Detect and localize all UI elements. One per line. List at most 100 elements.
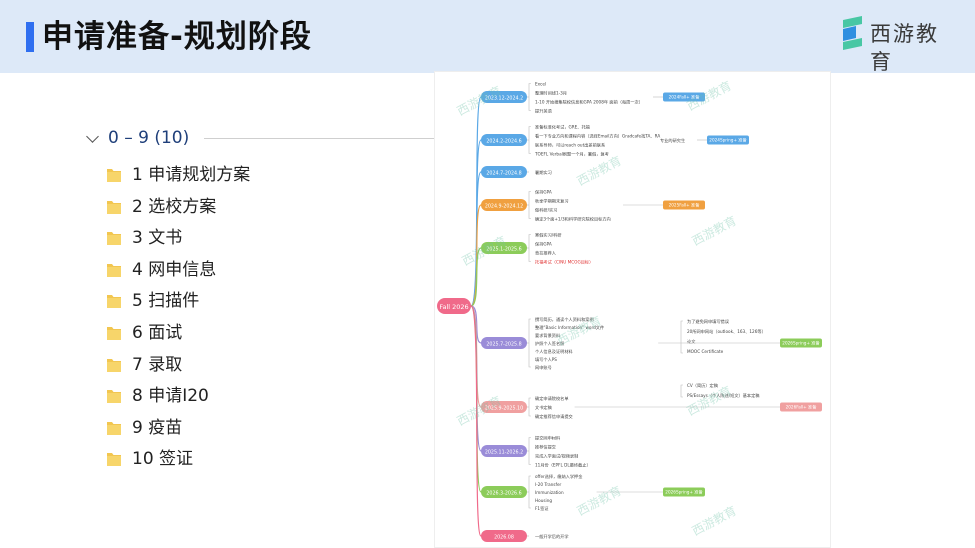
mindmap-graphic: Fall 20262023.12-2024.2Excel整理时间线1-3月1-1… <box>437 81 822 542</box>
mindmap-item-label: 个人信息及证明材料 <box>535 348 574 355</box>
mindmap-tag <box>663 92 705 102</box>
folder-item[interactable]: 9 疫苗 <box>106 416 406 440</box>
mindmap-branch <box>481 486 527 498</box>
mindmap-tag <box>780 338 822 348</box>
brand-logo: 西游教育 <box>840 16 960 74</box>
mindmap-bracket <box>528 318 531 368</box>
mindmap-branch-label: 2025.7-2025.8 <box>486 342 521 348</box>
folder-label: 8 申请I20 <box>132 386 209 407</box>
folder-item[interactable]: 3 文书 <box>106 226 406 250</box>
folder-icon <box>106 419 122 437</box>
mindmap-item-label: 准备标准化考试，GRE、托福 <box>535 123 590 130</box>
mindmap-subitem-label: CV（简历）定稿 <box>687 382 718 389</box>
folder-icon <box>106 356 122 374</box>
mindmap-item-label: 联系导师，可以reach out出差前联系 <box>535 141 605 148</box>
mindmap-branch <box>481 445 527 457</box>
mindmap-tag-label: 2026Spring+ 准备 <box>782 340 820 347</box>
mindmap-bracket <box>528 126 531 154</box>
mindmap-item-label: Housing <box>535 498 552 503</box>
mindmap-branch <box>481 166 527 178</box>
mindmap-tag-label: 2025Fall+ 准备 <box>669 202 701 209</box>
mindmap-item-label: 要求背景资料 <box>535 332 561 339</box>
folder-item[interactable]: 7 录取 <box>106 353 406 377</box>
mindmap-branch <box>481 337 527 349</box>
mindmap-tag-label: 2026Spring+ 准备 <box>665 489 703 496</box>
mindmap-subitem-label: 20所网申网站（outlook、163、126等） <box>687 328 766 335</box>
mindmap-item-label: F1签证 <box>535 505 549 512</box>
mindmap-item-label: Excel <box>535 81 546 86</box>
chevron-down-icon[interactable] <box>86 130 99 143</box>
divider <box>204 138 434 139</box>
mindmap-tag-label: 2026Fall+ 准备 <box>786 404 818 411</box>
mindmap-tag-label: 2024Spring+ 准备 <box>709 137 747 144</box>
folder-item[interactable]: 8 申请I20 <box>106 384 406 408</box>
mindmap-item-label: 整理“Basic Information” word文件 <box>535 324 604 331</box>
mindmap-item-label: 做科研/实习 <box>535 206 557 213</box>
folder-item[interactable]: 2 选校方案 <box>106 195 406 219</box>
folder-item[interactable]: 6 面试 <box>106 321 406 345</box>
page-title: 申请准备-规划阶段 <box>42 19 312 55</box>
mindmap-bracket <box>528 397 531 417</box>
mindmap-subitem-label: 为了避免网申填写错误 <box>687 318 730 325</box>
mindmap-bracket <box>528 437 531 465</box>
folder-label: 6 面试 <box>132 323 183 343</box>
mindmap-item-label: 提交网申材料 <box>535 434 561 441</box>
mindmap-item-label: 提升英语 <box>535 107 552 114</box>
mindmap-subitem-label: PS/Essays（个人陈述/短文）基本定稿 <box>687 392 760 399</box>
mindmap-subitem-label: MOOC Certificate <box>687 349 724 354</box>
folder-icon <box>106 292 122 310</box>
mindmap-branch-label: 2024.7-2024.8 <box>486 171 521 177</box>
mindmap-item-label: 文书定稿 <box>535 404 552 411</box>
mindmap-item-label: 确定3个面+1/3和科学研究院校目标方向 <box>535 215 611 222</box>
mindmap-item-label: 托福考试（CINU MCOG目标） <box>535 258 593 265</box>
mindmap-tag <box>780 402 822 412</box>
folder-item[interactable]: 5 扫描件 <box>106 289 406 313</box>
mindmap-item-label: 保持GPA <box>535 188 552 195</box>
mindmap-branch-label: 2024.2-2024.6 <box>486 139 521 145</box>
mindmap-connector <box>470 305 482 493</box>
folder-item[interactable]: 10 签证 <box>106 447 406 471</box>
folder-label: 3 文书 <box>132 228 183 249</box>
mindmap-connector <box>470 204 482 307</box>
mindmap-tag-label: 2024Fall+ 准备 <box>669 94 701 101</box>
mindmap-item-label: 秋季学期期末复习 <box>535 197 569 204</box>
folder-label: 2 选校方案 <box>132 196 217 217</box>
mindmap-root-label: Fall 2026 <box>439 303 468 311</box>
mindmap-side-label: 专业的研究生 <box>660 137 685 144</box>
mindmap-item-label: 确定申请院校名单 <box>535 395 569 402</box>
mindmap-item-label: 填写个人PS <box>535 356 557 363</box>
folder-icon <box>106 229 122 247</box>
mindmap-branch <box>481 91 527 103</box>
mindmap-bracket <box>528 234 531 262</box>
mindmap-item-label: 完成入学面试/视频录制 <box>535 452 578 459</box>
logo-text: 西游教育 <box>870 22 939 74</box>
mindmap-branch <box>481 530 527 542</box>
mindmap-item-label: 1-10 开始搜集院校信息和GPA 2008年 面前（每周一次） <box>535 98 643 105</box>
mindmap-branch <box>481 199 527 211</box>
folder-group-label: 0 – 9 (10) <box>108 128 190 148</box>
folder-icon <box>106 166 122 184</box>
mindmap-branch-label: 2026.08 <box>494 535 514 541</box>
mindmap-item-label: TOEFL Verbal刷题一个月，暑假，复考 <box>534 150 609 157</box>
mindmap-branch-label: 2025.11-2026.2 <box>485 450 523 456</box>
mindmap-bracket <box>680 384 683 398</box>
title-accent-bar <box>26 22 34 52</box>
folder-icon <box>106 261 122 279</box>
mindmap-root <box>437 298 471 314</box>
mindmap-item-label: 一般开学后的开学 <box>535 533 569 540</box>
folder-icon <box>106 387 122 405</box>
mindmap-item-label: 确定推荐信申请提交 <box>535 413 573 420</box>
folder-item[interactable]: 4 网申信息 <box>106 258 406 282</box>
mindmap-item-label: 背拉推荐人 <box>535 249 557 256</box>
folder-group-header[interactable]: 0 – 9 (10) <box>86 126 436 150</box>
folder-label: 4 网申信息 <box>132 259 217 280</box>
folder-item[interactable]: 1 申请规划方案 <box>106 163 406 187</box>
folder-icon <box>106 324 122 342</box>
mindmap-item-label: 暑期实习 <box>535 169 552 176</box>
mindmap-tag <box>663 200 705 210</box>
mindmap-item-label: 寒假实习/科研 <box>535 231 562 238</box>
mindmap-branch-label: 2023.12-2024.2 <box>485 96 523 102</box>
mindmap-item-label: 看一下专业方向和课程内容（选择Email方向）Gradcafe找TA、RA <box>535 132 660 139</box>
